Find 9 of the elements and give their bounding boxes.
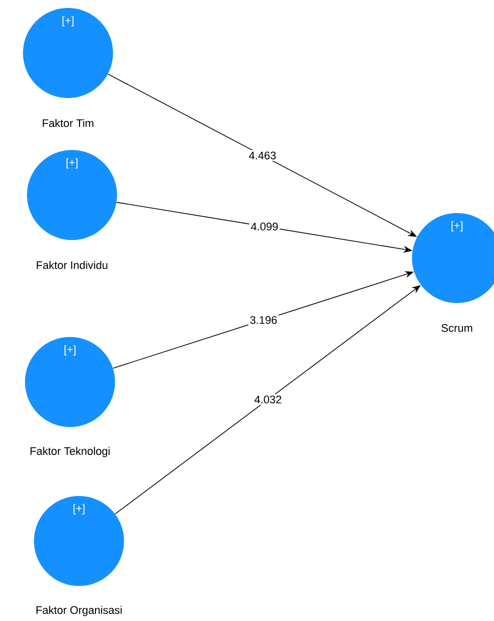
node-label: Scrum xyxy=(442,324,472,332)
path-coefficient: 4.463 xyxy=(247,150,278,161)
path-coefficient: 4.032 xyxy=(252,394,284,405)
path-coefficient: 4.099 xyxy=(249,221,280,232)
path-coefficient: 3.196 xyxy=(248,314,279,326)
node-label: Faktor Organisasi xyxy=(36,606,122,616)
node-label: Faktor Tim xyxy=(42,118,94,128)
node-label: Faktor Individu xyxy=(36,260,108,270)
node-label: Faktor Teknologi xyxy=(30,446,110,458)
